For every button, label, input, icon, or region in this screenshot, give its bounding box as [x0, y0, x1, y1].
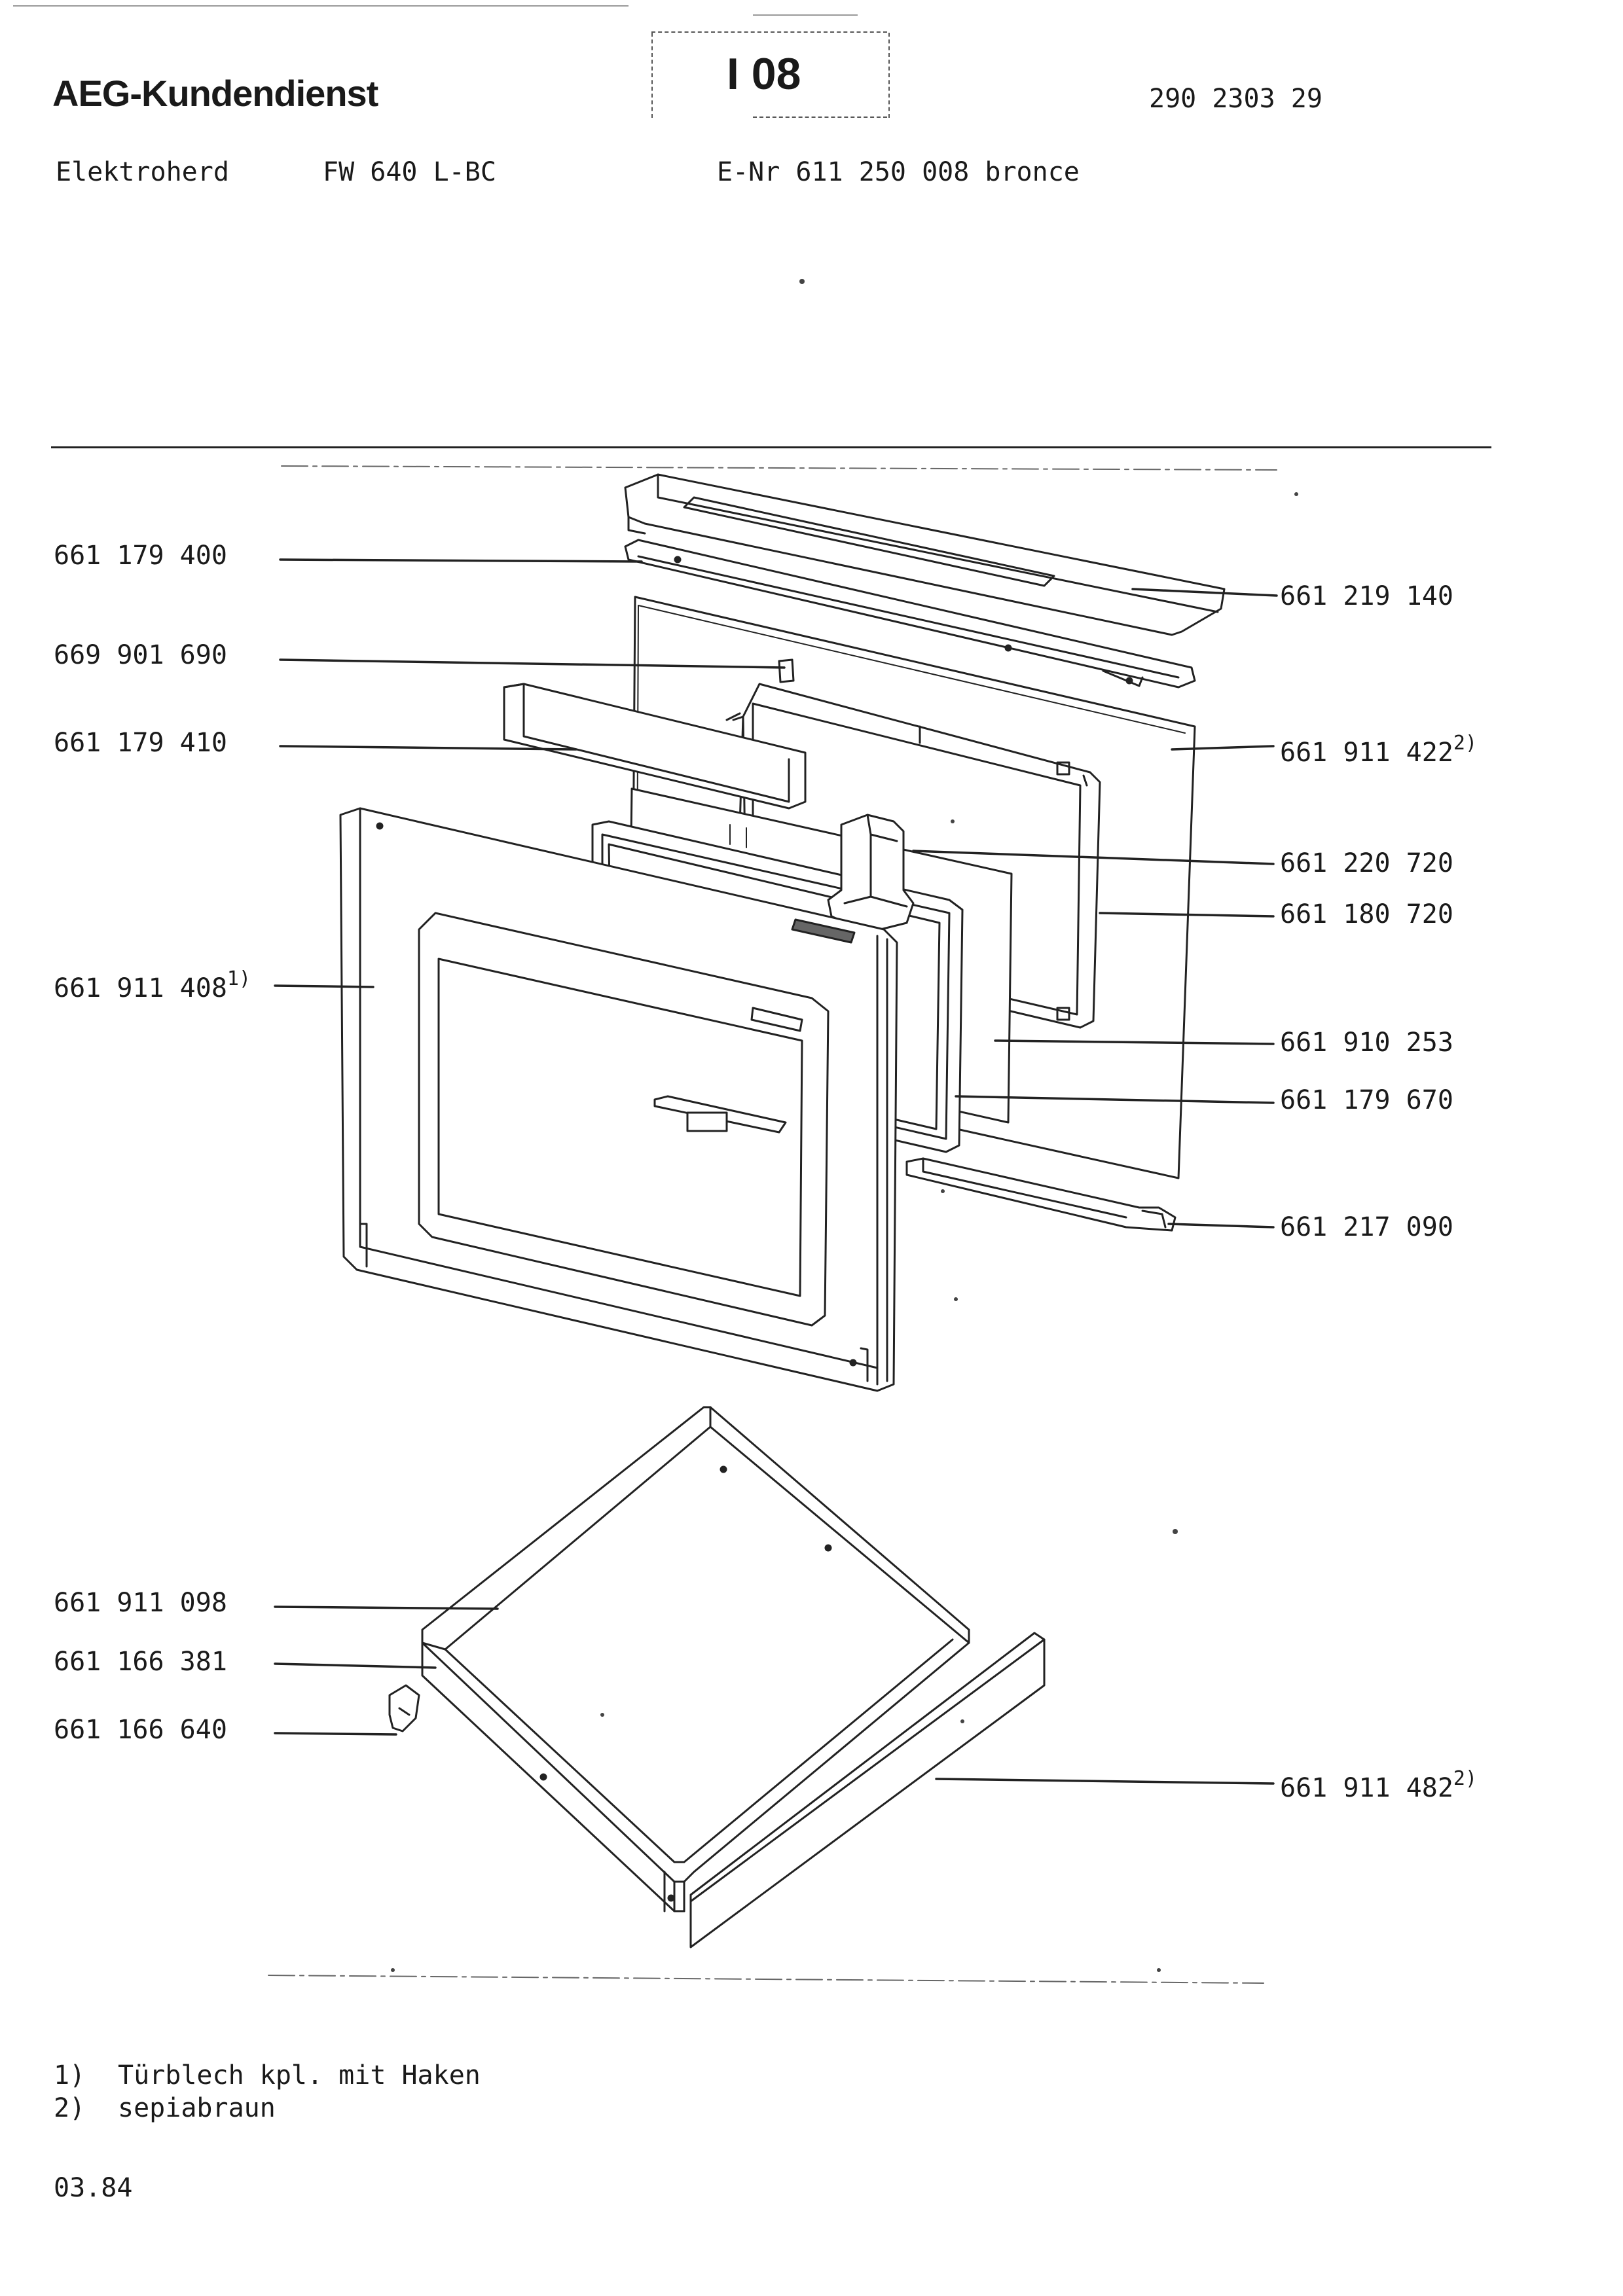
part-number-label: 661 166 381: [54, 1647, 227, 1677]
leader-lines: [274, 558, 1278, 1785]
part-number-label: 669 901 690: [54, 640, 227, 670]
leader-661910253: [994, 1039, 1275, 1045]
leader-669901690: [279, 658, 786, 669]
footnote-marker: 1): [227, 967, 251, 990]
tab-box: [651, 33, 890, 118]
frame-top-line: [281, 465, 1277, 471]
part-number-label: 661 911 4222): [1280, 732, 1478, 768]
small-clip: [778, 658, 795, 683]
spacer-bar: [503, 683, 807, 810]
part-number-label: 661 910 253: [1280, 1028, 1453, 1058]
footnote-marker: 1): [54, 2060, 86, 2090]
frame-bottom-line: [268, 1975, 1264, 1984]
footnote-text: sepiabraun: [118, 2093, 276, 2123]
footnote-text: Türblech kpl. mit Haken: [118, 2060, 481, 2090]
part-number-label: 661 179 400: [54, 541, 227, 571]
lower-hinge-plate: [686, 1111, 728, 1132]
drawer-tray: [421, 1406, 970, 1912]
part-number-label: 661 911 4081): [54, 967, 251, 1003]
issue-date: 03.84: [54, 2173, 133, 2203]
front-door-panel: [339, 807, 898, 1392]
top-cover-strip: [624, 473, 1226, 636]
leader-661179410: [279, 745, 577, 751]
document-number: 290 2303 29: [1149, 84, 1322, 114]
model-number: FW 640 L-BC: [323, 157, 496, 187]
leader-661179670: [955, 1095, 1275, 1104]
part-number-label: 661 180 720: [1280, 899, 1453, 929]
part-number-label: 661 179 410: [54, 728, 227, 758]
footnote-marker: 2): [1453, 732, 1478, 755]
tab-box-border: [651, 31, 887, 33]
leader-661220720: [912, 850, 1275, 865]
leader-661166381: [274, 1662, 437, 1669]
part-number-label: 661 219 140: [1280, 581, 1453, 611]
leader-661911098: [274, 1605, 499, 1610]
section-tab: I 08: [727, 49, 801, 99]
part-number-label: 661 220 720: [1280, 848, 1453, 878]
tab-box-border: [753, 117, 887, 118]
header-rule: [51, 446, 1491, 448]
scan-specks: [391, 279, 1298, 1972]
drawer-clip: [388, 1684, 420, 1732]
drawer-front-panel: [689, 1632, 1046, 1948]
leader-661911422: [1171, 745, 1275, 751]
top-trim-bar: [624, 539, 1196, 689]
part-number-label: 661 911 4822): [1280, 1767, 1478, 1803]
brand-title: AEG-Kundendienst: [52, 73, 378, 114]
leader-661166640: [274, 1732, 397, 1736]
leader-661911408: [274, 984, 374, 988]
bottom-rail: [905, 1157, 1176, 1232]
e-number: E-Nr 611 250 008 bronce: [717, 157, 1080, 187]
part-number-label: 661 166 640: [54, 1715, 227, 1745]
top-edge-line: [13, 5, 629, 7]
top-edge-line: [753, 14, 858, 16]
part-number-label: 661 217 090: [1280, 1212, 1453, 1242]
leader-661180720: [1099, 912, 1275, 918]
part-number-label: 661 179 670: [1280, 1085, 1453, 1115]
footnote-marker: 2): [1453, 1767, 1478, 1790]
product-type: Elektroherd: [56, 157, 229, 187]
part-number-label: 661 911 098: [54, 1588, 227, 1618]
leader-661219140: [1131, 588, 1278, 597]
handle-bracket: [827, 814, 915, 934]
leader-661179400: [279, 558, 643, 563]
leader-661911482: [935, 1778, 1275, 1785]
leader-661217090: [1167, 1223, 1275, 1229]
footnote-marker: 2): [54, 2093, 86, 2123]
